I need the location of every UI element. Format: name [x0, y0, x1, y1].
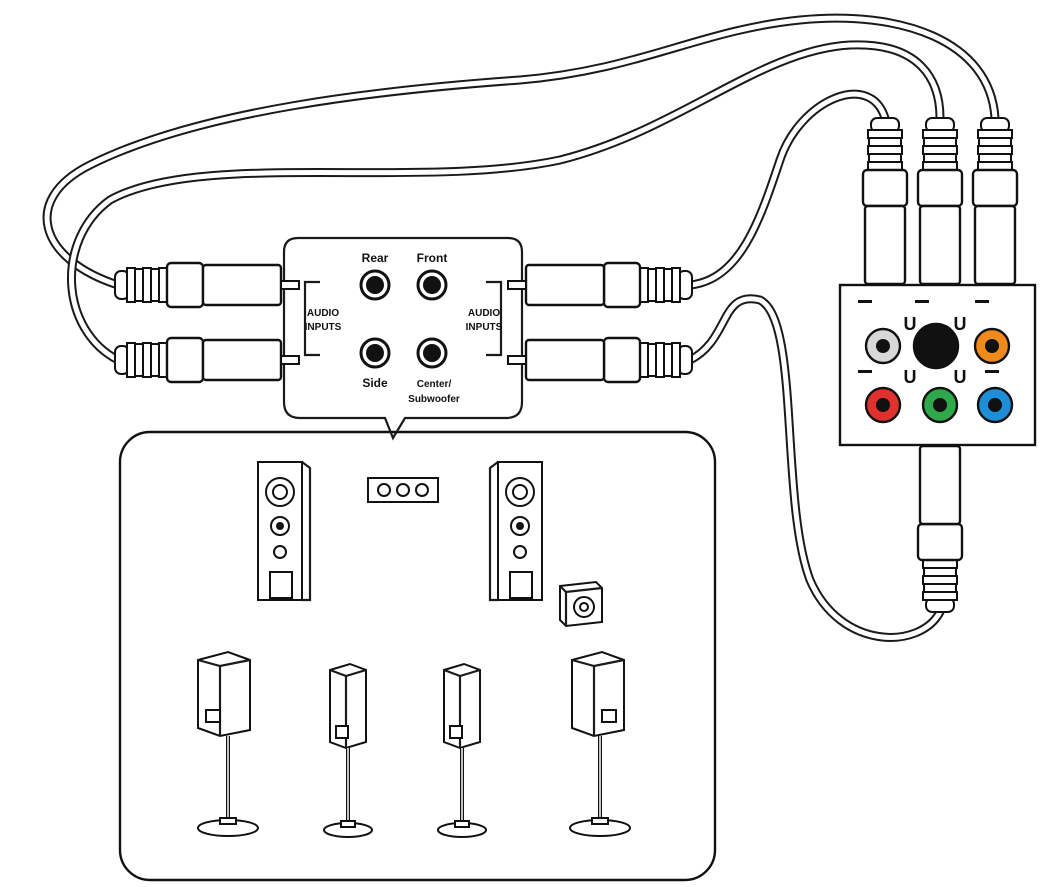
audio-jack-box: Rear Front Side Center/ Subwoofer AUDIO … [282, 236, 524, 441]
front-label: Front [417, 251, 448, 265]
audio-inputs-left-line2: INPUTS [305, 322, 342, 333]
panel-plug-2[interactable] [916, 116, 964, 304]
u-mark: U [904, 314, 917, 334]
front-right-tower-speaker [488, 461, 543, 602]
rear-label: Rear [362, 251, 389, 265]
black-jack[interactable] [912, 322, 960, 370]
rear-jack[interactable] [359, 269, 391, 301]
right-bracket [486, 280, 503, 357]
front-jack[interactable] [416, 269, 448, 301]
gray-jack[interactable] [864, 327, 902, 365]
side-jack[interactable] [359, 337, 391, 369]
speaker-layout-box [118, 430, 717, 882]
rear-right-satellite-speaker [437, 662, 487, 838]
audio-inputs-left-line1: AUDIO [307, 308, 339, 319]
audio-inputs-right-line1: AUDIO [468, 308, 500, 319]
blue-jack[interactable] [976, 386, 1014, 424]
plug-front-right[interactable] [506, 261, 694, 309]
cable-center-subwoofer [685, 294, 945, 642]
rear-audio-panel: U U U U [838, 283, 1037, 447]
panel-plug-green[interactable] [916, 426, 964, 614]
cables [42, 13, 1000, 642]
center-speaker-device [367, 477, 439, 503]
side-left-satellite-speaker [197, 650, 259, 837]
u-mark: U [904, 367, 917, 387]
u-mark: U [954, 367, 967, 387]
u-mark: U [954, 314, 967, 334]
left-bracket [303, 280, 320, 357]
plug-rear-left[interactable] [113, 261, 301, 309]
plug-side-left[interactable] [113, 336, 301, 384]
audio-inputs-right-line2: INPUTS [466, 322, 503, 333]
side-right-satellite-speaker [569, 650, 631, 837]
cable-front [685, 89, 890, 290]
rear-left-satellite-speaker [323, 662, 373, 838]
side-label: Side [362, 376, 388, 390]
front-left-tower-speaker [257, 461, 312, 602]
panel-plug-1[interactable] [861, 116, 909, 304]
panel-marks [858, 300, 999, 373]
center-label-line2: Subwoofer [408, 394, 460, 405]
center-subwoofer-jack[interactable] [416, 337, 448, 369]
green-jack[interactable] [921, 386, 959, 424]
red-jack[interactable] [864, 386, 902, 424]
center-label-line1: Center/ [417, 379, 452, 390]
plug-center-right[interactable] [506, 336, 694, 384]
panel-plug-3[interactable] [971, 116, 1019, 304]
cable-rear [42, 13, 1000, 290]
subwoofer-speaker [559, 580, 603, 628]
cable-side [66, 40, 945, 365]
orange-jack[interactable] [973, 327, 1011, 365]
